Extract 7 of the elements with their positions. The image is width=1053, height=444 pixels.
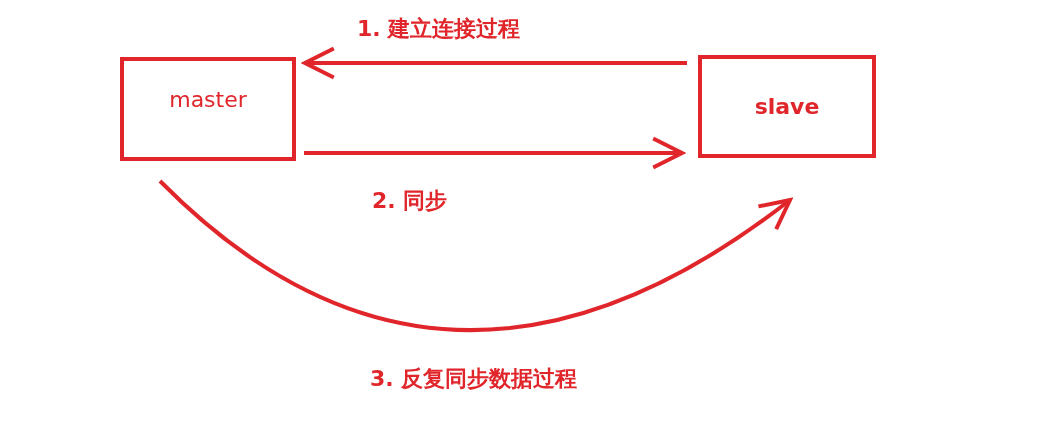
process-box bbox=[120, 57, 296, 161]
process-box bbox=[698, 55, 876, 158]
arrow bbox=[303, 46, 687, 80]
node-label: slave bbox=[754, 94, 820, 119]
arrow bbox=[158, 179, 792, 332]
node-label: master bbox=[169, 86, 247, 112]
arrow bbox=[304, 136, 684, 170]
